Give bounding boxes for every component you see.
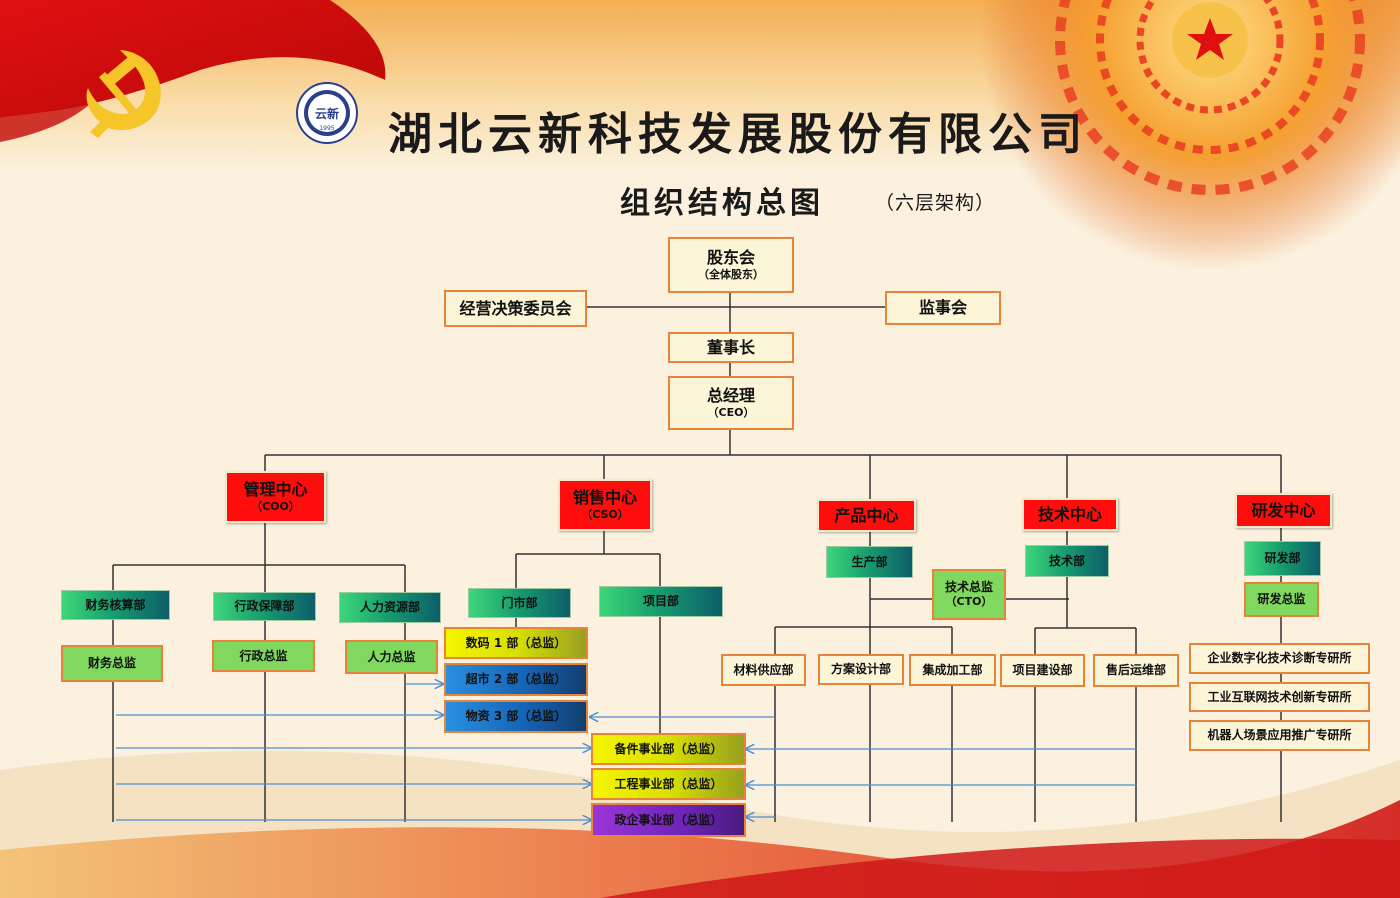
engineering-division-label: 工程事业部（总监）	[614, 776, 723, 791]
rd-dept-box: 研发部	[1244, 541, 1321, 576]
committee-label: 经营决策委员会	[459, 298, 572, 318]
finance-dept-box: 财务核算部	[61, 590, 170, 620]
company-logo: 云新 1995	[296, 82, 358, 144]
hr-director-box: 人力总监	[345, 640, 438, 674]
hr-dept-label: 人力资源部	[359, 600, 420, 614]
admin-dept-box: 行政保障部	[213, 592, 316, 621]
rd-institute-1-label: 企业数字化技术诊断专研所	[1207, 651, 1352, 665]
page-note: （六层架构）	[875, 192, 996, 214]
admin-director-box: 行政总监	[212, 640, 315, 672]
materials-dept-box: 材料供应部	[721, 654, 806, 686]
shareholders-box: 股东会 （全体股东）	[668, 237, 794, 293]
supply-dept-label: 物资 3 部（总监）	[465, 709, 567, 723]
chairman-box: 董事长	[668, 332, 794, 363]
market-dept-box: 超市 2 部（总监）	[444, 663, 588, 696]
digital-dept-box: 数码 1 部（总监）	[444, 627, 588, 659]
rd-dept-label: 研发部	[1264, 551, 1301, 565]
chairman-label: 董事长	[706, 337, 755, 357]
mgmt-center-label: 管理中心	[243, 480, 308, 500]
ceo-box: 总经理 （CEO）	[668, 376, 794, 430]
design-dept-box: 方案设计部	[818, 654, 904, 685]
engineering-division-box: 工程事业部（总监）	[591, 768, 746, 800]
finance-director-box: 财务总监	[61, 645, 163, 682]
tech-dept-label: 技术部	[1048, 553, 1085, 568]
rd-center-box: 研发中心	[1235, 493, 1332, 528]
production-dept-box: 生产部	[826, 546, 913, 578]
gov-division-box: 政企事业部（总监）	[591, 803, 746, 837]
ceo-label: 总经理	[706, 386, 755, 406]
rd-institute-1-box: 企业数字化技术诊断专研所	[1189, 643, 1370, 674]
hr-director-label: 人力总监	[367, 649, 416, 664]
parts-division-box: 备件事业部（总监）	[591, 733, 746, 765]
finance-director-label: 财务总监	[87, 656, 136, 670]
tech-dept-box: 技术部	[1025, 545, 1109, 577]
sales-center-label: 销售中心	[572, 488, 637, 508]
parts-division-label: 备件事业部（总监）	[614, 741, 723, 756]
supervisors-label: 监事会	[918, 298, 967, 317]
supervisors-box: 监事会	[885, 291, 1001, 325]
tech-director-box: 技术总监 （CTO）	[932, 569, 1006, 620]
project-build-dept-label: 项目建设部	[1012, 663, 1073, 677]
rd-director-box: 研发总监	[1244, 582, 1319, 617]
rd-center-label: 研发中心	[1251, 500, 1316, 520]
sales-center-box: 销售中心 （CSO）	[558, 479, 652, 531]
integration-dept-label: 集成加工部	[922, 662, 983, 677]
materials-dept-label: 材料供应部	[733, 662, 794, 677]
tech-center-box: 技术中心	[1022, 498, 1118, 531]
production-dept-label: 生产部	[851, 554, 888, 569]
after-sales-dept-box: 售后运维部	[1093, 654, 1179, 687]
after-sales-dept-label: 售后运维部	[1105, 663, 1166, 677]
rd-institute-2-box: 工业互联网技术创新专研所	[1189, 682, 1370, 712]
project-dept-label: 项目部	[642, 594, 679, 608]
page-subtitle: 组织结构总图	[620, 186, 824, 221]
mgmt-center-sub: （COO）	[251, 500, 300, 514]
shareholders-label: 股东会	[706, 248, 755, 268]
ceo-sub: （CEO）	[707, 406, 755, 420]
rd-institute-3-label: 机器人场景应用推广专研所	[1207, 728, 1352, 742]
rd-institute-3-box: 机器人场景应用推广专研所	[1189, 720, 1370, 751]
tech-director-label: 技术总监	[944, 580, 993, 595]
store-dept-box: 门市部	[468, 588, 571, 618]
admin-dept-label: 行政保障部	[234, 599, 295, 613]
rd-institute-2-label: 工业互联网技术创新专研所	[1207, 689, 1352, 704]
market-dept-label: 超市 2 部（总监）	[465, 672, 567, 686]
logo-year: 1995	[319, 125, 334, 132]
committee-box: 经营决策委员会	[444, 290, 587, 327]
product-center-box: 产品中心	[817, 499, 916, 532]
digital-dept-label: 数码 1 部（总监）	[465, 635, 567, 650]
mgmt-center-box: 管理中心 （COO）	[225, 471, 326, 523]
supply-dept-box: 物资 3 部（总监）	[444, 700, 588, 733]
tech-center-label: 技术中心	[1037, 504, 1102, 524]
shareholders-sub: （全体股东）	[698, 268, 764, 282]
project-dept-box: 项目部	[599, 586, 723, 617]
hr-dept-box: 人力资源部	[339, 592, 441, 623]
page-title: 湖北云新科技发展股份有限公司	[388, 109, 1088, 160]
design-dept-label: 方案设计部	[830, 662, 891, 676]
gov-division-label: 政企事业部（总监）	[614, 812, 723, 827]
project-build-dept-box: 项目建设部	[1000, 654, 1085, 687]
store-dept-label: 门市部	[501, 595, 538, 610]
sales-center-sub: （CSO）	[581, 508, 629, 522]
admin-director-label: 行政总监	[239, 648, 288, 663]
logo-text: 云新	[315, 106, 339, 121]
rd-director-label: 研发总监	[1257, 592, 1306, 606]
integration-dept-box: 集成加工部	[909, 654, 996, 686]
product-center-label: 产品中心	[834, 505, 899, 525]
finance-dept-label: 财务核算部	[85, 597, 146, 612]
tech-director-sub: （CTO）	[945, 595, 993, 609]
